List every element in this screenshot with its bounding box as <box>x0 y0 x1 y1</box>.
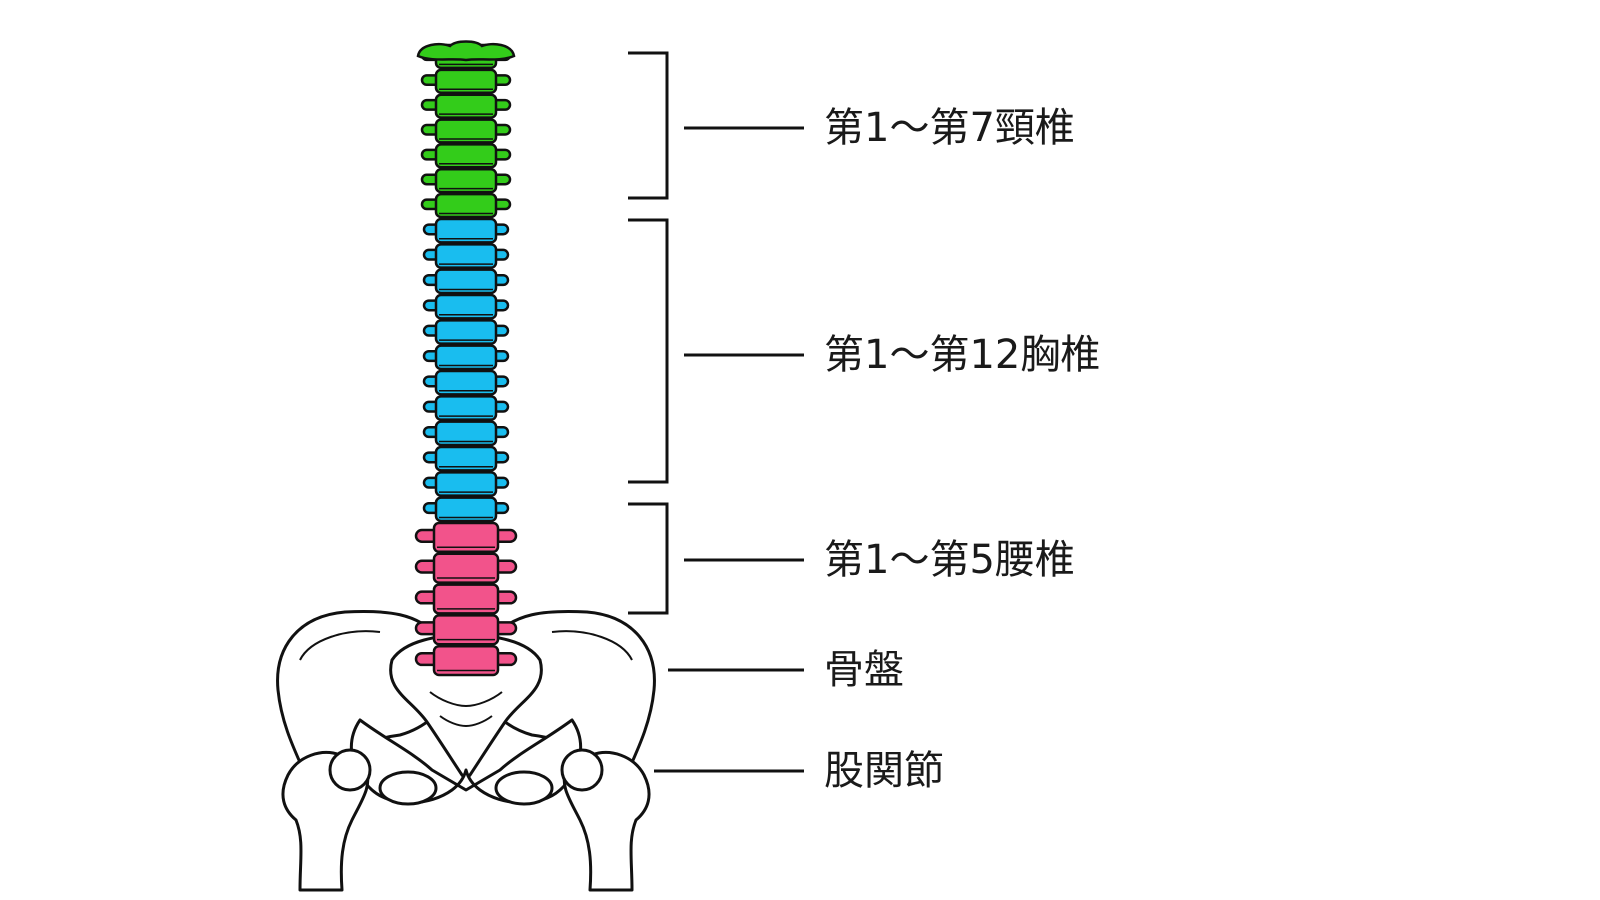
cervical-vertebra <box>420 143 512 169</box>
brackets <box>628 51 669 615</box>
lumbar-vertebra <box>414 583 518 615</box>
lumbar-vertebra <box>414 521 518 554</box>
pelvis-label: 骨盤 <box>824 647 904 693</box>
left-femoral-head <box>328 748 372 792</box>
cervical-bracket <box>628 51 669 200</box>
cervical-vertebra <box>420 192 512 219</box>
right-femoral-head <box>560 748 604 792</box>
leader-lines <box>654 126 804 773</box>
vertebral-column <box>414 40 518 677</box>
cervical-vertebra <box>420 68 512 94</box>
lumbar-vertebra <box>414 552 518 584</box>
thoracic-vertebra <box>422 496 510 523</box>
lumbar-bracket <box>628 502 669 615</box>
thoracic-vertebra <box>422 369 510 396</box>
hip-joint-label: 股関節 <box>824 748 944 794</box>
cervical-vertebra <box>420 93 512 119</box>
lumbar-vertebra <box>414 644 518 677</box>
left-obturator <box>378 770 438 806</box>
atlas-cap <box>416 40 516 62</box>
cervical-label: 第1～第7頸椎 <box>824 105 1075 151</box>
cervical-vertebra <box>420 168 512 194</box>
thoracic-vertebra <box>422 344 510 371</box>
thoracic-vertebra <box>422 268 510 295</box>
thoracic-bracket <box>628 218 669 484</box>
thoracic-vertebra <box>422 445 510 472</box>
thoracic-vertebra <box>422 420 510 447</box>
thoracic-vertebra <box>422 243 510 269</box>
thoracic-vertebra <box>422 471 510 497</box>
lumbar-vertebra <box>414 614 518 646</box>
pelvis-illustration <box>276 609 656 892</box>
thoracic-vertebra <box>422 319 510 345</box>
lumbar-label: 第1～第5腰椎 <box>824 537 1075 583</box>
thoracic-label: 第1～第12胸椎 <box>824 332 1101 378</box>
cervical-vertebra <box>420 118 512 144</box>
right-obturator <box>494 770 554 806</box>
thoracic-vertebra <box>422 293 510 320</box>
thoracic-vertebra <box>422 395 510 421</box>
thoracic-vertebra <box>422 217 510 244</box>
